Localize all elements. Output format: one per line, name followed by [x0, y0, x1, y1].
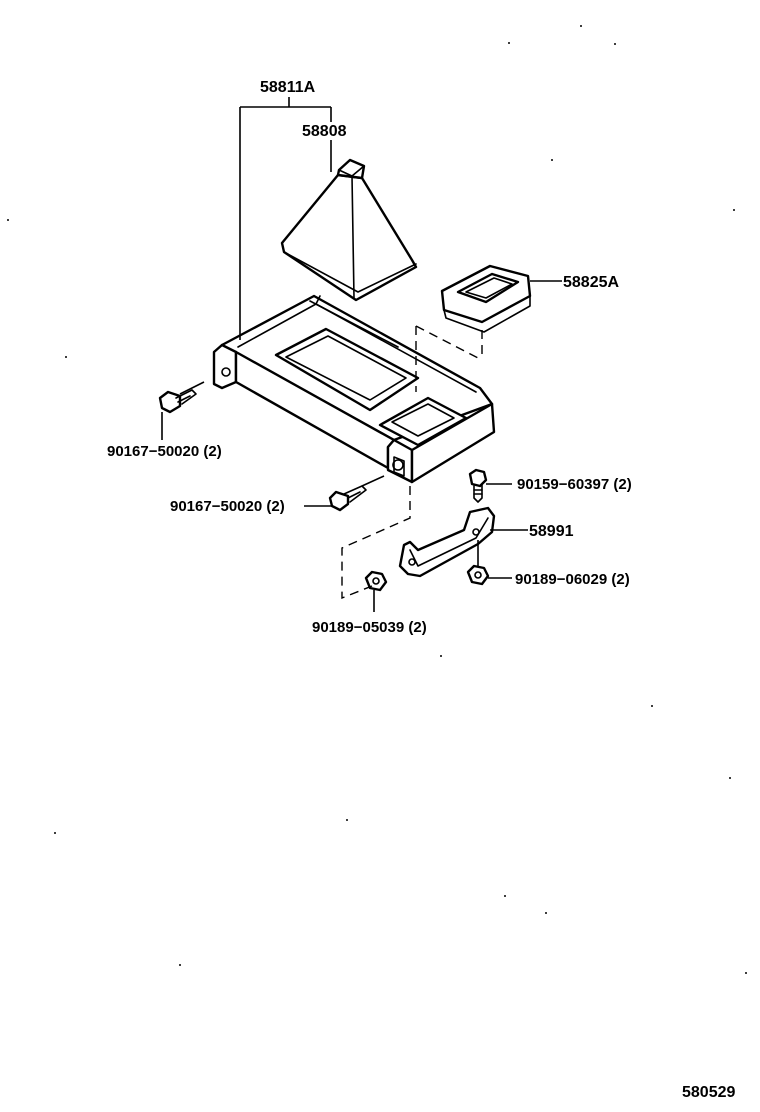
console-box-58811A[interactable]	[212, 294, 496, 484]
nut-90189-06029[interactable]	[466, 564, 490, 586]
bracket-58991[interactable]	[398, 506, 496, 578]
nut-90189-05039[interactable]	[364, 570, 388, 592]
scan-specks	[7, 25, 747, 974]
diagram-id: 580529	[682, 1084, 735, 1101]
part-label-58808: 58808	[302, 123, 347, 140]
part-label-90189-06029: 90189−06029 (2)	[515, 571, 630, 588]
screw-90167-lower[interactable]	[328, 485, 367, 512]
part-label-58811A: 58811A	[260, 79, 316, 96]
screw-90167-left[interactable]	[158, 389, 197, 414]
part-label-90167-left: 90167−50020 (2)	[107, 443, 222, 460]
shift-bezel-58825A[interactable]	[440, 264, 532, 333]
part-label-58825A: 58825A	[563, 274, 619, 291]
bolt-90159[interactable]	[468, 468, 488, 503]
shift-boot-58808[interactable]	[280, 158, 418, 302]
part-label-90159: 90159−60397 (2)	[517, 476, 632, 493]
part-label-90167-lower: 90167−50020 (2)	[170, 498, 285, 515]
part-label-58991: 58991	[529, 523, 574, 540]
part-label-90189-05039: 90189−05039 (2)	[312, 619, 427, 636]
leader-lines	[161, 97, 562, 612]
